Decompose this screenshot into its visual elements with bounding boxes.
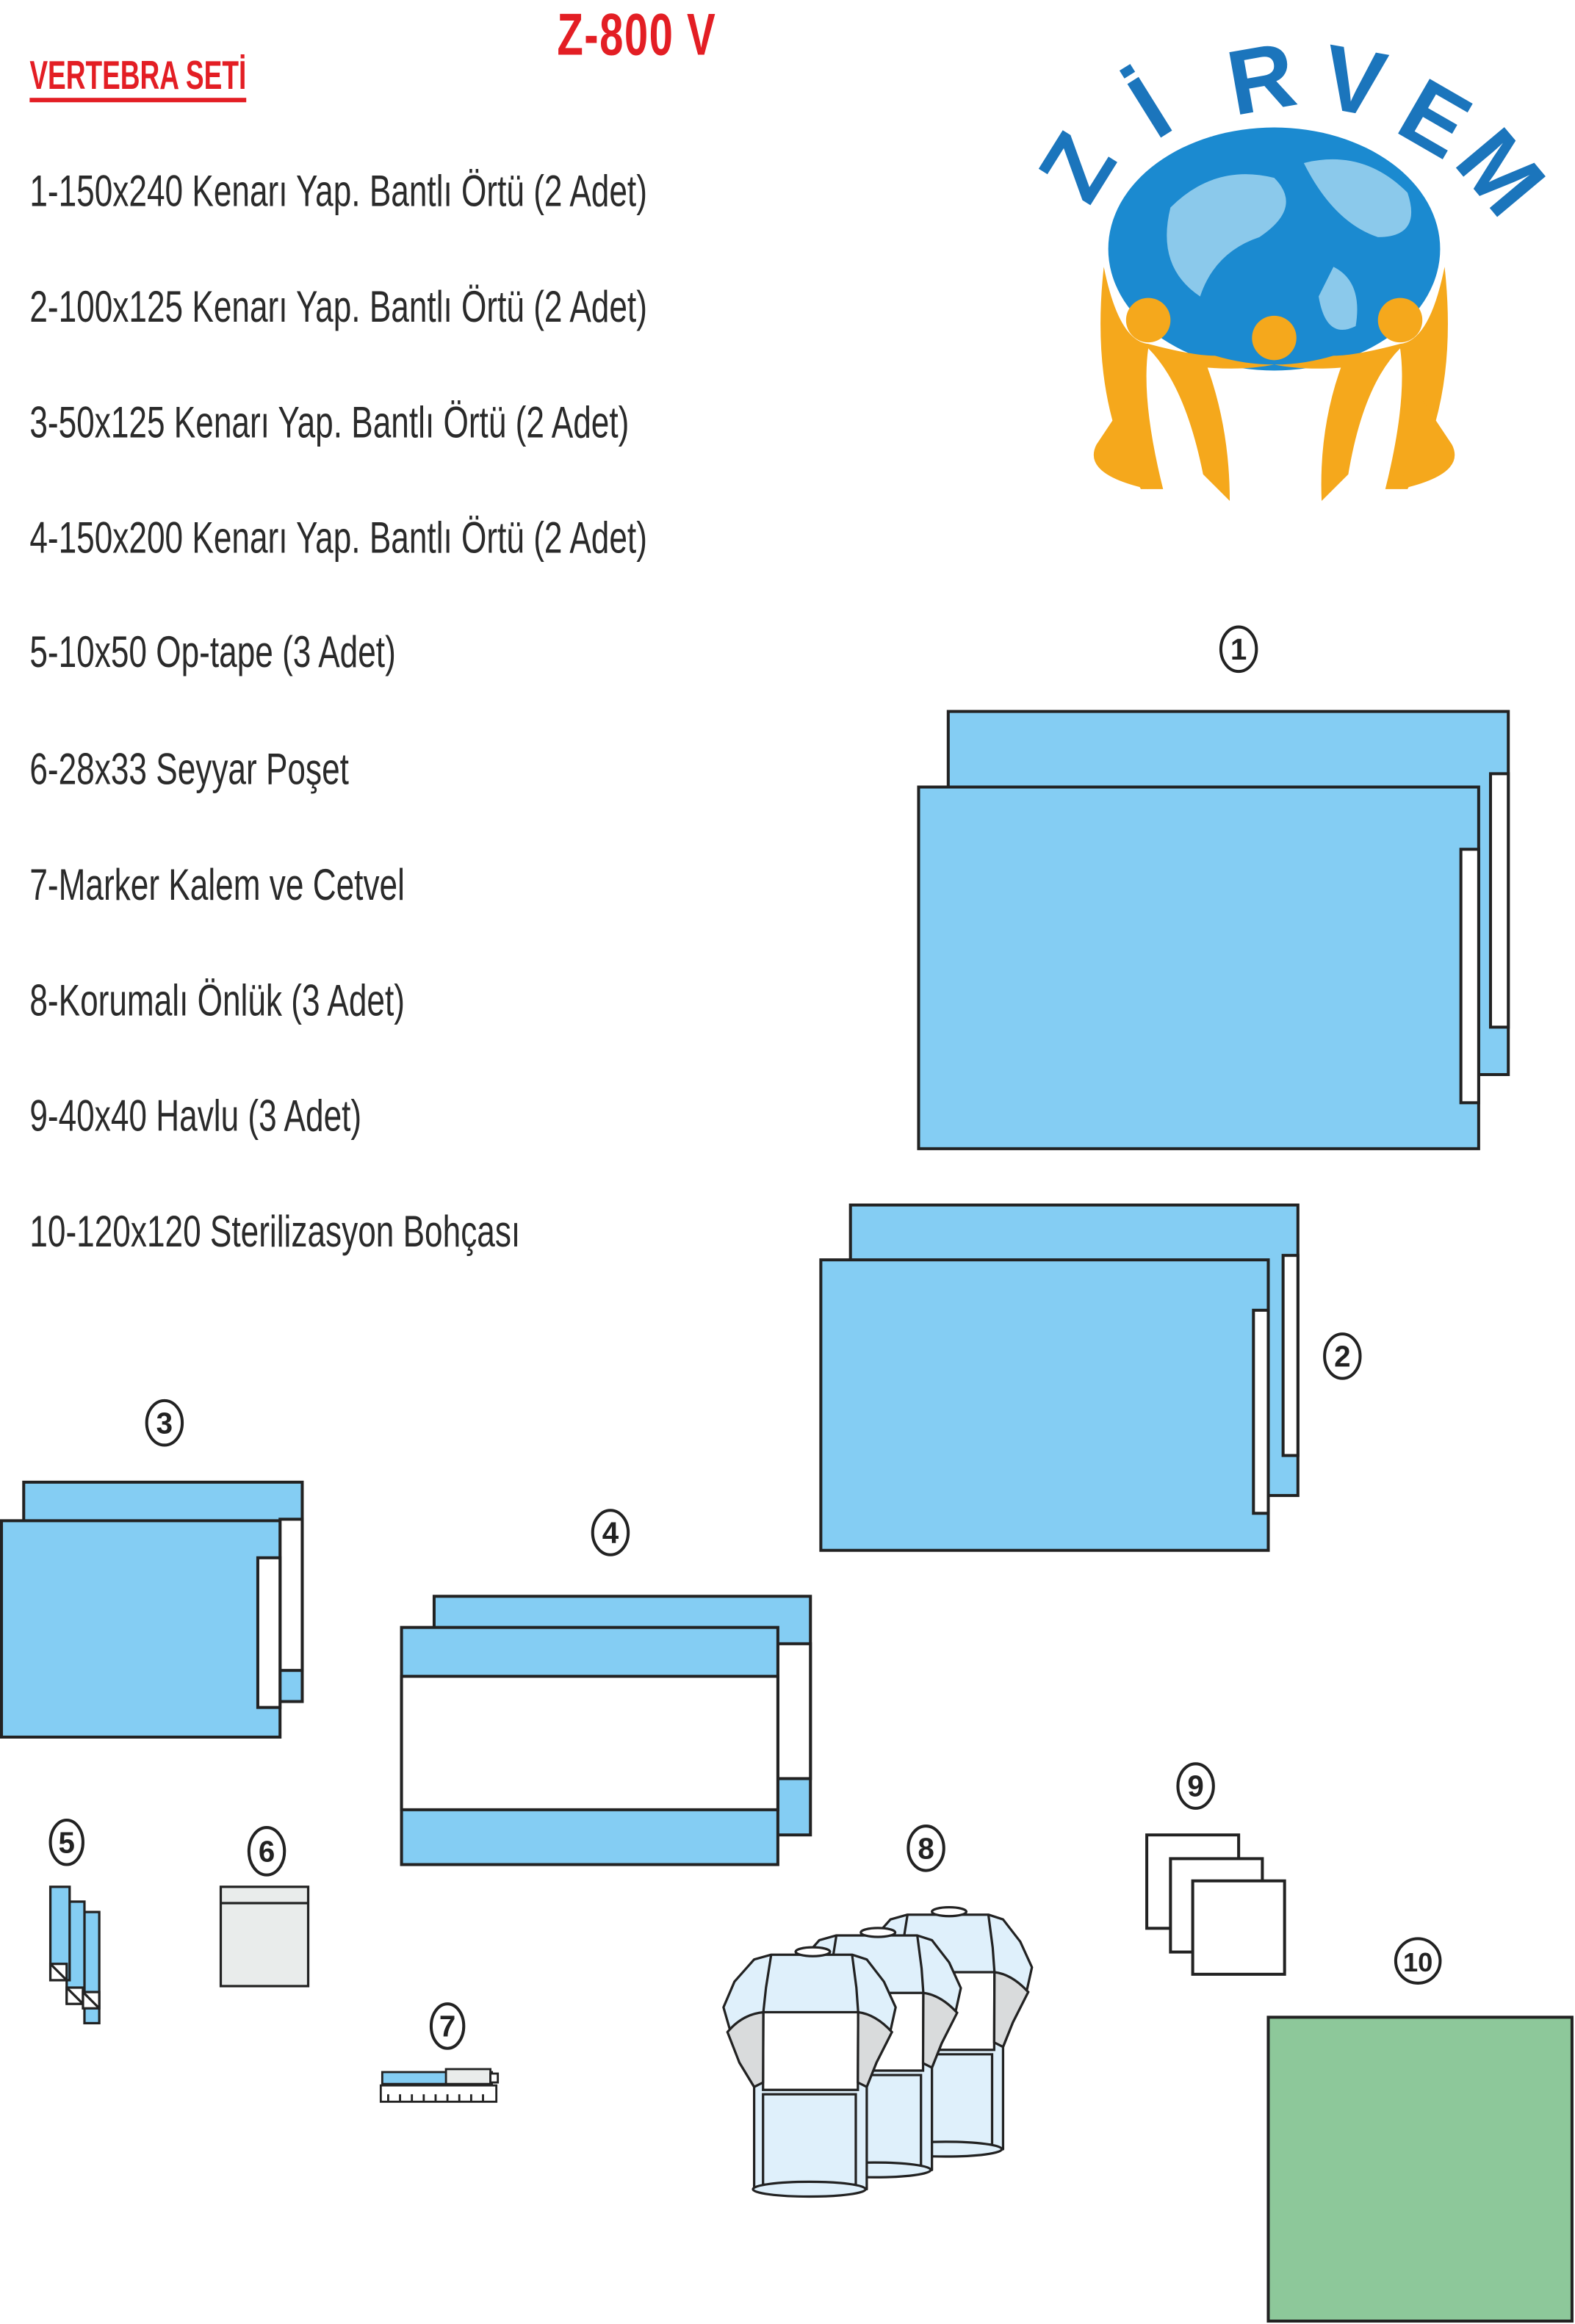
list-item: 2-100x125 Kenarı Yap. Bantlı Örtü (2 Ade… [29, 283, 647, 333]
logo-letter: Z [1019, 116, 1136, 218]
mobile-bag [219, 1885, 310, 1988]
list-item: 9-40x40 Havlu (3 Adet) [29, 1092, 362, 1141]
list-item: 7-Marker Kalem ve Cetvel [29, 861, 405, 910]
list-item: 4-150x200 Kenarı Yap. Bantlı Örtü (2 Ade… [29, 514, 647, 563]
item-number-label: 2 [1334, 1339, 1350, 1373]
zirvem-logo: Z İ R V E M [1019, 22, 1565, 502]
item-number-label: 9 [1187, 1769, 1203, 1803]
list-item: 5-10x50 Op-tape (3 Adet) [29, 628, 396, 678]
list-item: 10-120x120 Sterilizasyon Bohçası [29, 1208, 521, 1257]
item-number-label: 5 [59, 1825, 75, 1859]
list-item: 8-Korumalı Önlük (3 Adet) [29, 976, 405, 1026]
drape-4 [400, 1595, 812, 1866]
towels [1145, 1833, 1286, 1976]
logo-letter: İ [1111, 57, 1188, 157]
sterilization-wrap [1266, 2016, 1574, 2323]
set-title: VERTEBRA SETİ [29, 54, 247, 103]
drape-2 [819, 1203, 1300, 1552]
item-number-label: 8 [918, 1831, 934, 1865]
list-item: 1-150x240 Kenarı Yap. Bantlı Örtü (2 Ade… [29, 167, 647, 217]
drape-1 [917, 710, 1510, 1150]
item-number-label: 1 [1230, 632, 1247, 666]
op-tape [48, 1885, 101, 2025]
list-item: 3-50x125 Kenarı Yap. Bantlı Örtü (2 Adet… [29, 398, 630, 448]
product-code: Z-800 V [557, 3, 717, 68]
item-number-label: 7 [439, 2010, 455, 2043]
marker-and-ruler [379, 2068, 500, 2103]
item-number-label: 6 [259, 1834, 275, 1868]
list-item: 6-28x33 Seyyar Poşet [29, 746, 349, 795]
item-number-label: 3 [156, 1406, 173, 1440]
drape-3 [0, 1480, 304, 1739]
logo-letter: R [1219, 22, 1302, 135]
protective-gowns [722, 1906, 1034, 2198]
item-number-label: 10 [1403, 1947, 1432, 1977]
logo-letter: V [1315, 25, 1393, 137]
people-figures-icon [1093, 267, 1455, 502]
item-number-label: 4 [602, 1516, 619, 1550]
